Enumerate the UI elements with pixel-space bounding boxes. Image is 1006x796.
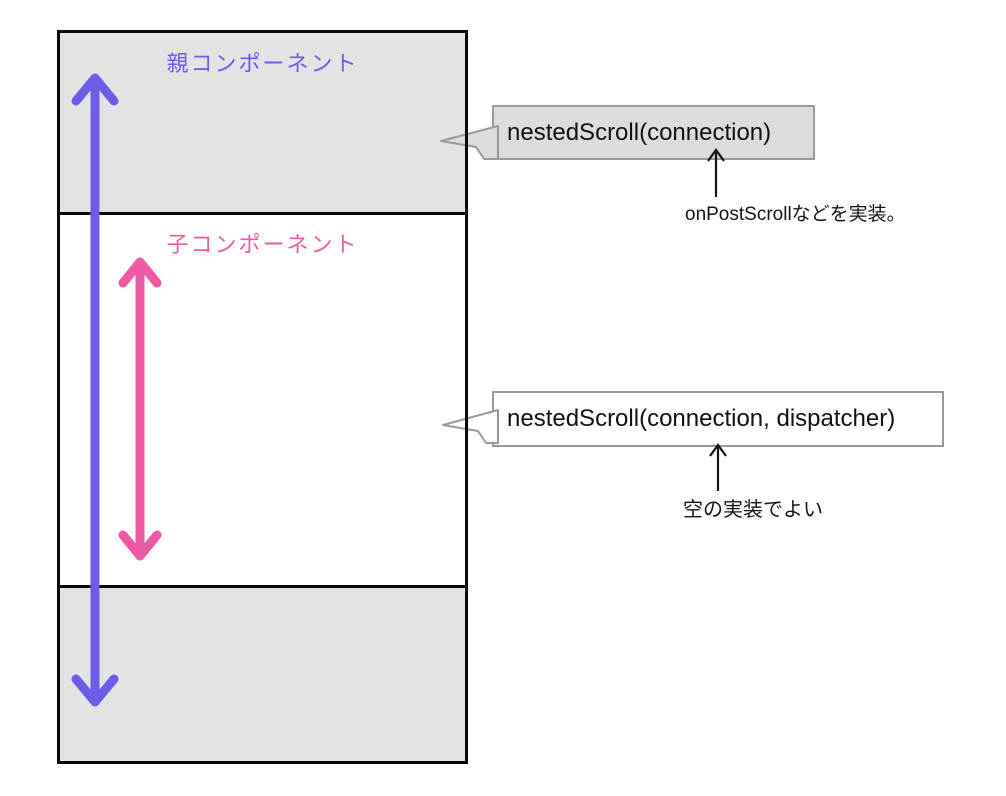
- child-component-label: 子コンポーネント: [166, 232, 359, 257]
- child-callout-note: 空の実装でよい: [683, 499, 823, 521]
- parent-bottom-section: [57, 586, 468, 764]
- parent-component-label: 親コンポーネント: [166, 51, 359, 76]
- parent-callout-note: onPostScrollなどを実装。: [685, 204, 906, 225]
- parent-callout: nestedScroll(connection): [492, 105, 815, 160]
- child-callout-label: nestedScroll(connection, dispatcher): [507, 405, 896, 432]
- parent-component-section: 親コンポーネント: [57, 30, 468, 213]
- child-callout: nestedScroll(connection, dispatcher): [492, 391, 944, 447]
- child-note-arrow-icon: [709, 443, 727, 491]
- parent-callout-label: nestedScroll(connection): [507, 118, 772, 146]
- child-component-section: 子コンポーネント: [57, 213, 468, 586]
